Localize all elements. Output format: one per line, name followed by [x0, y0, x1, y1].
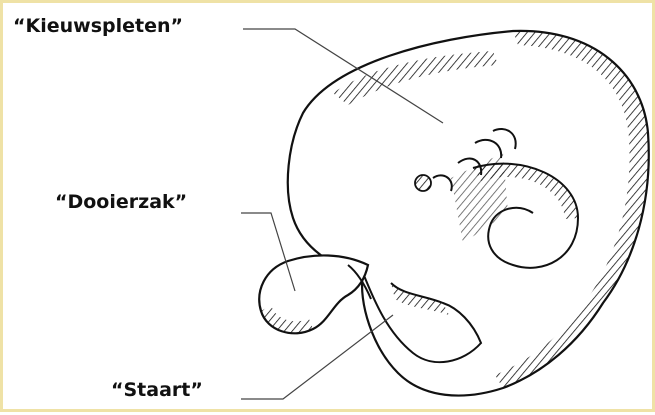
eye-spot — [415, 175, 431, 191]
label-yolk-sac: “Dooierzak” — [55, 193, 187, 212]
label-tail: “Staart” — [111, 381, 203, 400]
label-gill-slits: “Kieuwspleten” — [13, 17, 183, 36]
